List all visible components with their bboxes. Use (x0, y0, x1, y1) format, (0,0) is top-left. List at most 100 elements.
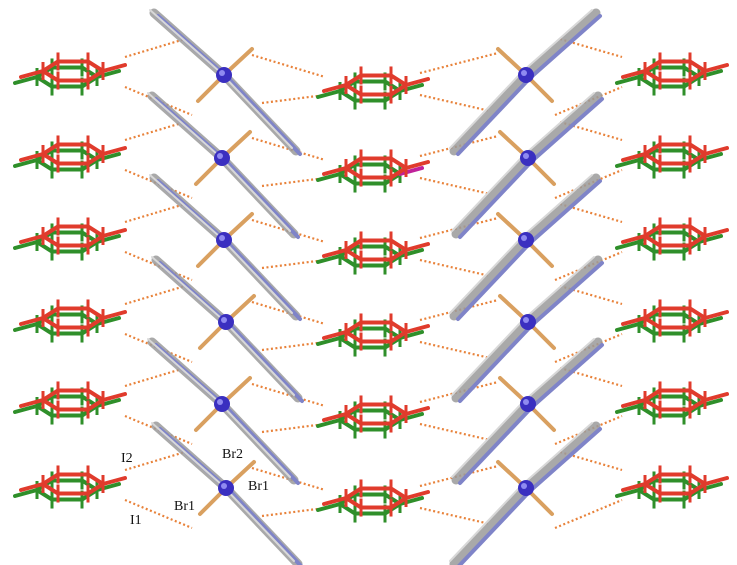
halogen-bond (124, 202, 186, 224)
halogen-substituent (697, 398, 723, 408)
halogen-substituent (404, 242, 430, 252)
metal-atom-highlight (523, 153, 529, 159)
metal-atom-highlight (217, 153, 223, 159)
pyridine-ring (451, 399, 533, 485)
halogen-substituent (703, 476, 729, 486)
halogen-substituent (13, 322, 39, 332)
metal-center (498, 376, 556, 432)
pyridine-ring (521, 8, 601, 80)
pyridine-ring (530, 261, 604, 327)
halogen-substituent (404, 77, 430, 87)
pyridine-ring (221, 484, 295, 562)
metal-atom-highlight (521, 235, 527, 241)
halogen-substituent (19, 234, 45, 244)
metal-center (496, 460, 554, 516)
halogen-substituent (95, 398, 121, 408)
dihalobenzene-ring (19, 381, 127, 419)
pyridine-ring (530, 97, 604, 163)
pyridine-ring (219, 236, 293, 314)
pyridine-ring (224, 159, 300, 239)
pyridine-ligand (521, 173, 602, 245)
halogen-substituent (398, 496, 424, 506)
halogen-substituent (101, 146, 127, 156)
halogen-substituent (322, 248, 348, 258)
pyridine-ring (528, 179, 602, 245)
pyridine-ring (147, 92, 219, 156)
halogen-substituent (398, 248, 424, 258)
pyridine-ligand (449, 483, 532, 565)
halogen-substituent (404, 490, 430, 500)
halogen-bond (124, 37, 186, 59)
dihalobenzene-ring (621, 465, 729, 503)
pyridine-ring (219, 71, 293, 149)
pyridine-ring (456, 76, 532, 156)
metal-atom-highlight (521, 483, 527, 489)
atom-label-i1: I1 (130, 513, 142, 528)
pyridine-ring (151, 256, 223, 320)
pyridine-ring (149, 174, 221, 238)
pyridine-ligand (523, 337, 604, 409)
dihalobenzene-ring (621, 217, 729, 255)
pyridine-ligand (523, 91, 604, 163)
pyridine-ring (224, 405, 300, 485)
halogen-substituent (95, 152, 121, 162)
dihalobenzene-ring (19, 52, 127, 90)
pyridine-ring (449, 236, 523, 314)
pyridine-ring (228, 323, 304, 403)
halogen-substituent (703, 310, 729, 320)
pyridine-ligand (449, 235, 532, 321)
halogen-substituent (615, 404, 641, 414)
pyridine-ring (228, 489, 303, 565)
pyridine-ring (523, 337, 603, 409)
halogen-substituent (697, 69, 723, 79)
pyridine-ring (458, 159, 534, 239)
atom-label-br1-left: Br1 (174, 499, 195, 514)
halogen-substituent (101, 228, 127, 238)
pyridine-ligand (523, 255, 604, 327)
dihalobenzene-ring (19, 465, 127, 503)
halogen-bond (251, 382, 326, 408)
dihalobenzene-ring (19, 135, 127, 173)
halogen-substituent (95, 69, 121, 79)
halogen-bond (261, 340, 326, 352)
pyridine-ligand (451, 317, 534, 403)
dihalobenzene-ring (615, 305, 723, 343)
dihalobenzene-ring (322, 231, 430, 269)
halogen-substituent (95, 234, 121, 244)
pyridine-ligand (451, 399, 534, 485)
metal-center (498, 130, 556, 186)
pyridine-ring (449, 483, 531, 565)
halogen-substituent (322, 496, 348, 506)
halogen-substituent (621, 69, 647, 79)
metal-atom-highlight (523, 399, 529, 405)
pyridine-ring (226, 76, 302, 156)
pyridine-ring (523, 255, 603, 327)
metal-atom-highlight (523, 317, 529, 323)
halogen-substituent (697, 152, 723, 162)
halogen-bond (251, 136, 326, 162)
pyridine-ring (523, 91, 603, 163)
pyridine-ring (451, 318, 525, 396)
halogen-substituent (322, 83, 348, 93)
halogen-substituent (398, 330, 424, 340)
halogen-substituent (13, 158, 39, 168)
pyridine-ring (523, 256, 595, 320)
pyridine-ring (451, 400, 525, 478)
halogen-substituent (615, 240, 641, 250)
dihalobenzene-ring (615, 58, 723, 96)
metal-center (496, 212, 554, 268)
halogen-bond (261, 93, 326, 105)
pyridine-ligand (149, 8, 230, 80)
pyridine-ligand (219, 70, 302, 156)
dihalobenzene-ring (316, 237, 424, 275)
halogen-substituent (19, 316, 45, 326)
halogen-bond (261, 506, 326, 518)
pyridine-ring (449, 71, 523, 149)
metal-center (196, 212, 254, 268)
halogen-bond (261, 422, 326, 434)
halogen-substituent (316, 254, 342, 264)
metal-atom-highlight (219, 70, 225, 76)
halogen-bond (124, 450, 186, 472)
halogen-substituent (404, 324, 430, 334)
halogen-substituent (19, 398, 45, 408)
